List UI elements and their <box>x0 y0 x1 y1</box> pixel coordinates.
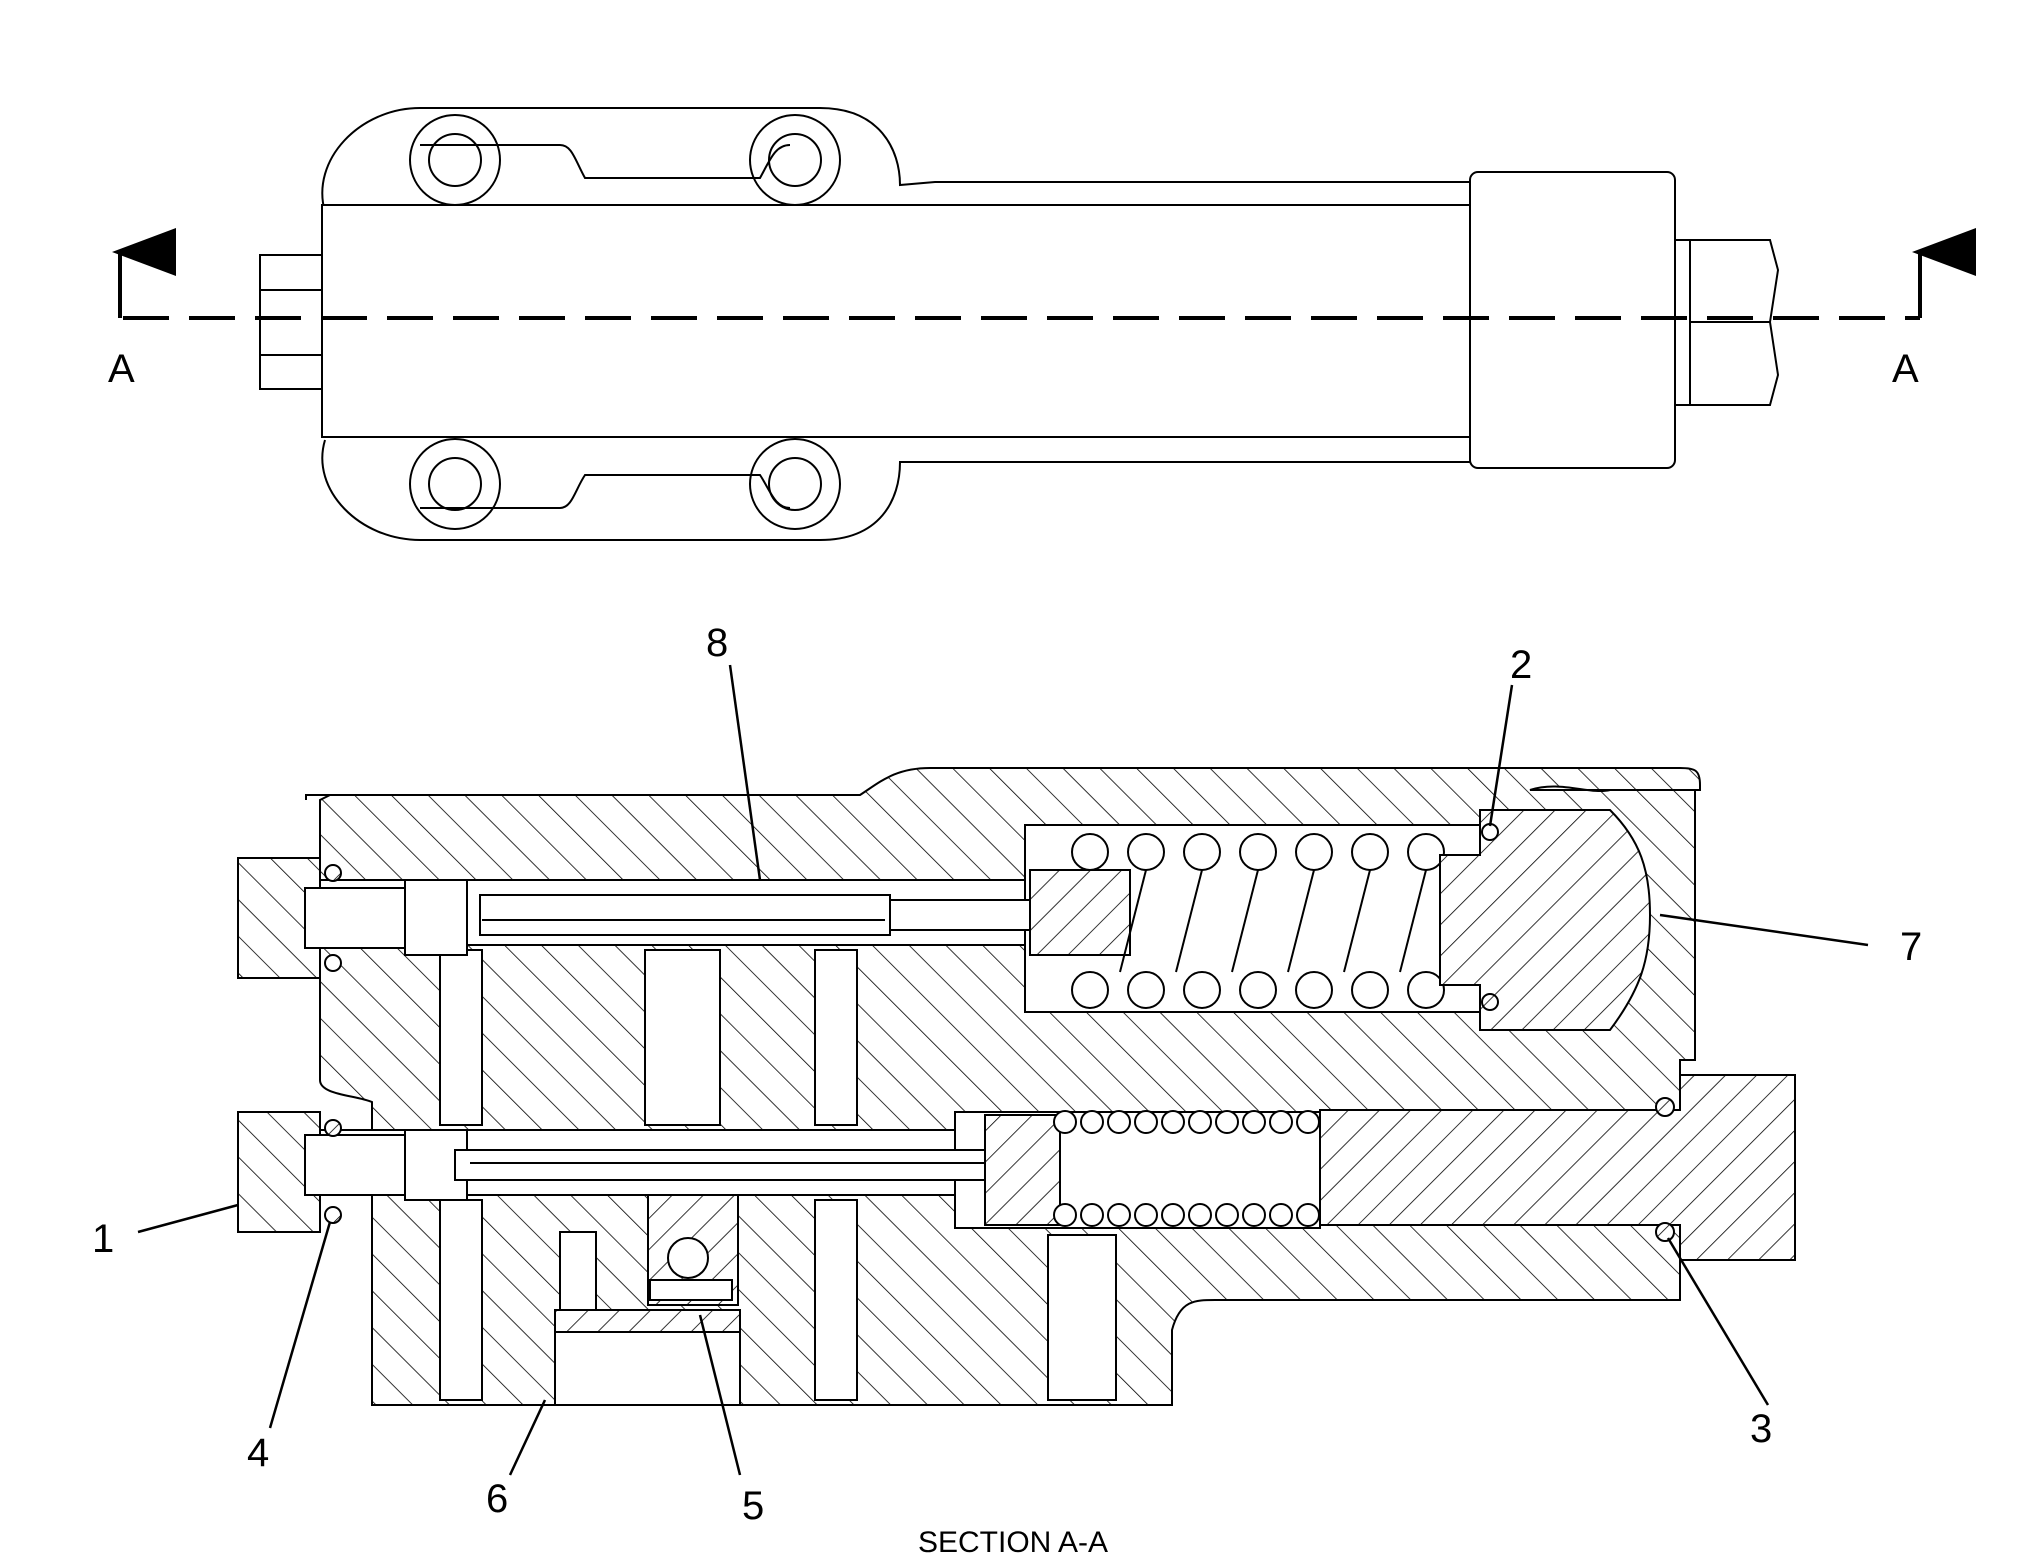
o-rings <box>324 823 1675 1242</box>
left-plug <box>259 254 323 390</box>
bolt-hole-top-left <box>409 114 501 206</box>
flange-bottom <box>321 439 1470 541</box>
upper-end-plug <box>1439 809 1652 1031</box>
hex-nut <box>1674 239 1691 406</box>
flange-top <box>321 107 1471 213</box>
upper-piston <box>1029 869 1131 956</box>
lower-spool <box>454 1149 1001 1181</box>
upper-spool <box>479 894 891 936</box>
bolt-hole-top-right <box>749 114 841 206</box>
body-outline <box>321 204 1473 438</box>
callout-8: 8 <box>706 621 728 665</box>
leader-lines <box>137 664 1869 1476</box>
callout-7: 7 <box>1900 925 1922 969</box>
lower-spring <box>1053 1110 1320 1227</box>
callout-4: 4 <box>247 1431 269 1475</box>
section-view <box>237 767 1796 1406</box>
callout-6: 6 <box>486 1477 508 1521</box>
top-view <box>259 107 1780 541</box>
section-label-right: A <box>1892 347 1919 391</box>
callout-1: 1 <box>92 1217 114 1261</box>
section-label-left: A <box>108 347 135 391</box>
section-line <box>112 228 1976 320</box>
right-plug <box>1319 1074 1796 1261</box>
bolt-hole-bottom-right <box>749 438 841 530</box>
callout-5: 5 <box>742 1484 764 1528</box>
bolt-hole-bottom-left <box>409 438 501 530</box>
section-caption: SECTION A-A <box>918 1526 1108 1559</box>
lower-piston <box>984 1114 1061 1226</box>
upper-spring <box>1071 833 1445 1009</box>
callout-3: 3 <box>1750 1407 1772 1451</box>
callout-2: 2 <box>1510 643 1532 687</box>
